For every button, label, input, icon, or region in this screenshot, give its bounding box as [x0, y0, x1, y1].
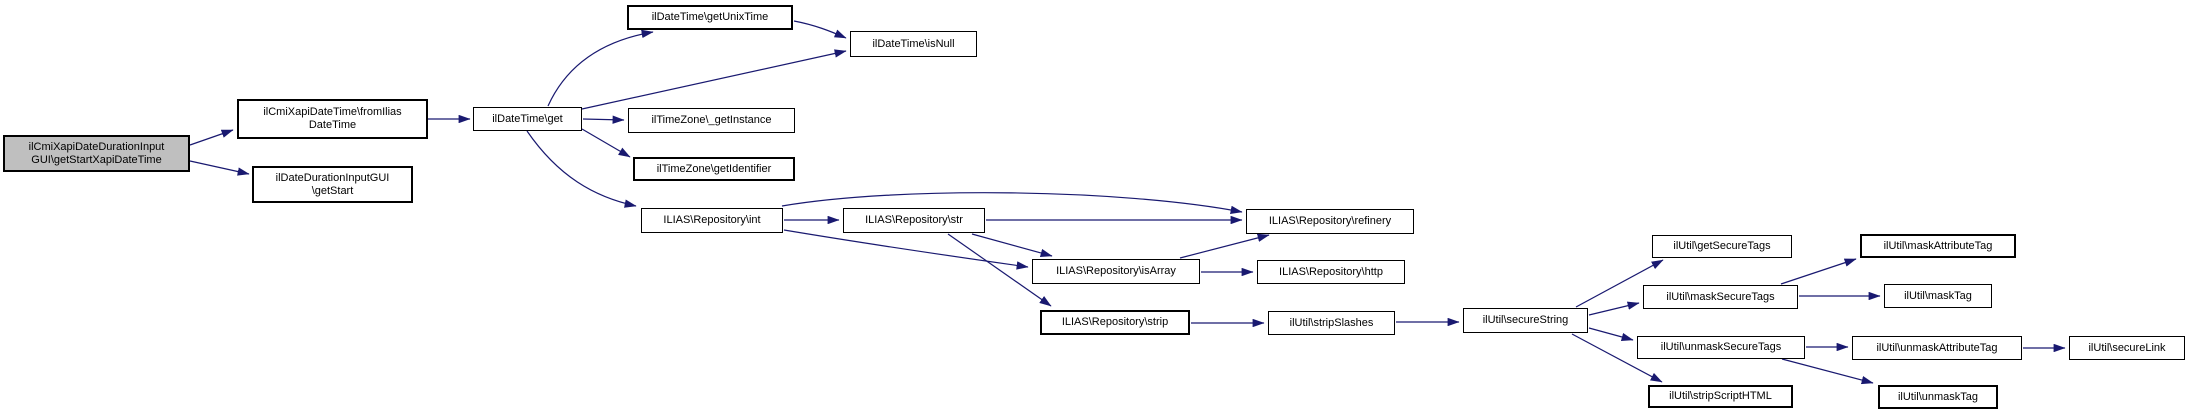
- node-label-line: ilDateTime\isNull: [872, 37, 955, 50]
- node-stripscripthtml[interactable]: ilUtil\stripScriptHTML: [1648, 385, 1793, 408]
- node-label-line: ILIAS\Repository\str: [865, 214, 963, 226]
- node-repository-strip[interactable]: ILIAS\Repository\strip: [1040, 310, 1190, 335]
- node-getinstance[interactable]: ilTimeZone\_getInstance: [628, 108, 795, 133]
- node-label-line: ilUtil\stripScriptHTML: [1669, 390, 1772, 402]
- node-repository-refinery[interactable]: ILIAS\Repository\refinery: [1246, 209, 1414, 234]
- node-label-line: ilUtil\getSecureTags: [1673, 240, 1771, 252]
- edge-ildatetime-get-to-getunixtime: [547, 29, 654, 107]
- edge-ildatetime-get-to-getinstance: [582, 115, 625, 124]
- edge-unmasksecuretags-to-unmasktag: [1781, 358, 1874, 385]
- node-maskattributetag[interactable]: ilUtil\maskAttributeTag: [1860, 234, 2016, 258]
- node-label-line: ilUtil\maskSecureTags: [1666, 290, 1775, 303]
- edge-getunixtime-to-isnull: [793, 20, 847, 39]
- node-masksecuretags[interactable]: ilUtil\maskSecureTags: [1643, 285, 1798, 309]
- node-label-line: ILIAS\Repository\strip: [1061, 316, 1169, 328]
- edge-ildatetime-get-to-repository-int: [526, 130, 637, 208]
- node-label-line: \getStart: [311, 184, 354, 197]
- node-repository-isarray[interactable]: ILIAS\Repository\isArray: [1032, 259, 1200, 284]
- node-getsecuretags[interactable]: ilUtil\getSecureTags: [1652, 235, 1792, 258]
- node-getidentifier[interactable]: ilTimeZone\getIdentifier: [633, 157, 795, 181]
- node-label-line: ilUtil\secureString: [1482, 314, 1569, 326]
- node-getunixtime[interactable]: ilDateTime\getUnixTime: [627, 5, 793, 30]
- edge-repository-str-to-repository-isarray: [971, 233, 1053, 258]
- node-label-line: ilUtil\unmaskSecureTags: [1660, 341, 1782, 353]
- node-label-line: ilDateTime\getUnixTime: [651, 11, 769, 23]
- node-label-line: DateTime: [308, 119, 357, 131]
- node-ildatetime-get[interactable]: ilDateTime\get: [473, 107, 582, 131]
- node-unmasktag[interactable]: ilUtil\unmaskTag: [1878, 385, 1998, 409]
- node-label-line: ilUtil\stripSlashes: [1289, 316, 1374, 329]
- node-label-line: GUI\getStartXapiDateTime: [31, 153, 162, 166]
- node-repository-str[interactable]: ILIAS\Repository\str: [843, 208, 985, 233]
- node-label-line: ilCmiXapiDateTime\fromIlias: [263, 106, 402, 118]
- node-repository-int[interactable]: ILIAS\Repository\int: [641, 208, 783, 233]
- node-label-line: ilDateDurationInputGUI: [275, 171, 390, 184]
- edge-securestring-to-stripscripthtml: [1571, 333, 1663, 383]
- edge-root-getstartxapidatetime-to-fromiliasdatetime: [189, 129, 234, 146]
- node-getstart[interactable]: ilDateDurationInputGUI\getStart: [252, 166, 413, 203]
- edge-securestring-to-unmasksecuretags: [1588, 327, 1634, 342]
- node-label-line: ilUtil\unmaskAttributeTag: [1876, 341, 1998, 354]
- node-stripslashes[interactable]: ilUtil\stripSlashes: [1268, 311, 1395, 335]
- node-label-line: ILIAS\Repository\http: [1279, 265, 1383, 278]
- node-unmasksecuretags[interactable]: ilUtil\unmaskSecureTags: [1637, 336, 1805, 359]
- node-label-line: ILIAS\Repository\refinery: [1268, 215, 1392, 227]
- node-label-line: ILIAS\Repository\isArray: [1056, 265, 1176, 277]
- node-isnull[interactable]: ilDateTime\isNull: [850, 31, 977, 57]
- node-label-line: ilDateTime\get: [492, 112, 563, 125]
- node-label-line: ilUtil\maskAttributeTag: [1883, 239, 1993, 252]
- edge-masksecuretags-to-maskattributetag: [1780, 258, 1857, 285]
- node-label-line: ilTimeZone\_getInstance: [651, 114, 772, 126]
- edge-securestring-to-masksecuretags: [1588, 301, 1640, 316]
- node-unmaskattributetag[interactable]: ilUtil\unmaskAttributeTag: [1852, 336, 2022, 360]
- node-label-line: ilUtil\unmaskTag: [1897, 390, 1979, 403]
- edge-securestring-to-getsecuretags: [1575, 259, 1664, 308]
- edge-root-getstartxapidatetime-to-getstart: [189, 160, 250, 176]
- node-securestring[interactable]: ilUtil\secureString: [1463, 308, 1588, 333]
- edge-ildatetime-get-to-isnull: [581, 49, 847, 110]
- node-label-line: ilTimeZone\getIdentifier: [656, 162, 772, 175]
- node-label-line: ilCmiXapiDateDurationInput: [28, 140, 165, 153]
- node-label-line: ilUtil\maskTag: [1904, 289, 1972, 302]
- node-label-line: ILIAS\Repository\int: [663, 214, 761, 226]
- edge-repository-isarray-to-repository-refinery: [1179, 233, 1270, 259]
- edge-repository-str-to-repository-strip: [947, 233, 1052, 307]
- edge-repository-int-to-repository-isarray: [783, 229, 1029, 270]
- edge-ildatetime-get-to-getidentifier: [581, 128, 631, 158]
- node-label-line: ilUtil\secureLink: [2088, 341, 2166, 354]
- edge-repository-int-to-repository-refinery: [781, 192, 1243, 214]
- node-securelink[interactable]: ilUtil\secureLink: [2069, 336, 2185, 360]
- node-repository-http[interactable]: ILIAS\Repository\http: [1257, 260, 1405, 284]
- node-masktag[interactable]: ilUtil\maskTag: [1884, 284, 1992, 308]
